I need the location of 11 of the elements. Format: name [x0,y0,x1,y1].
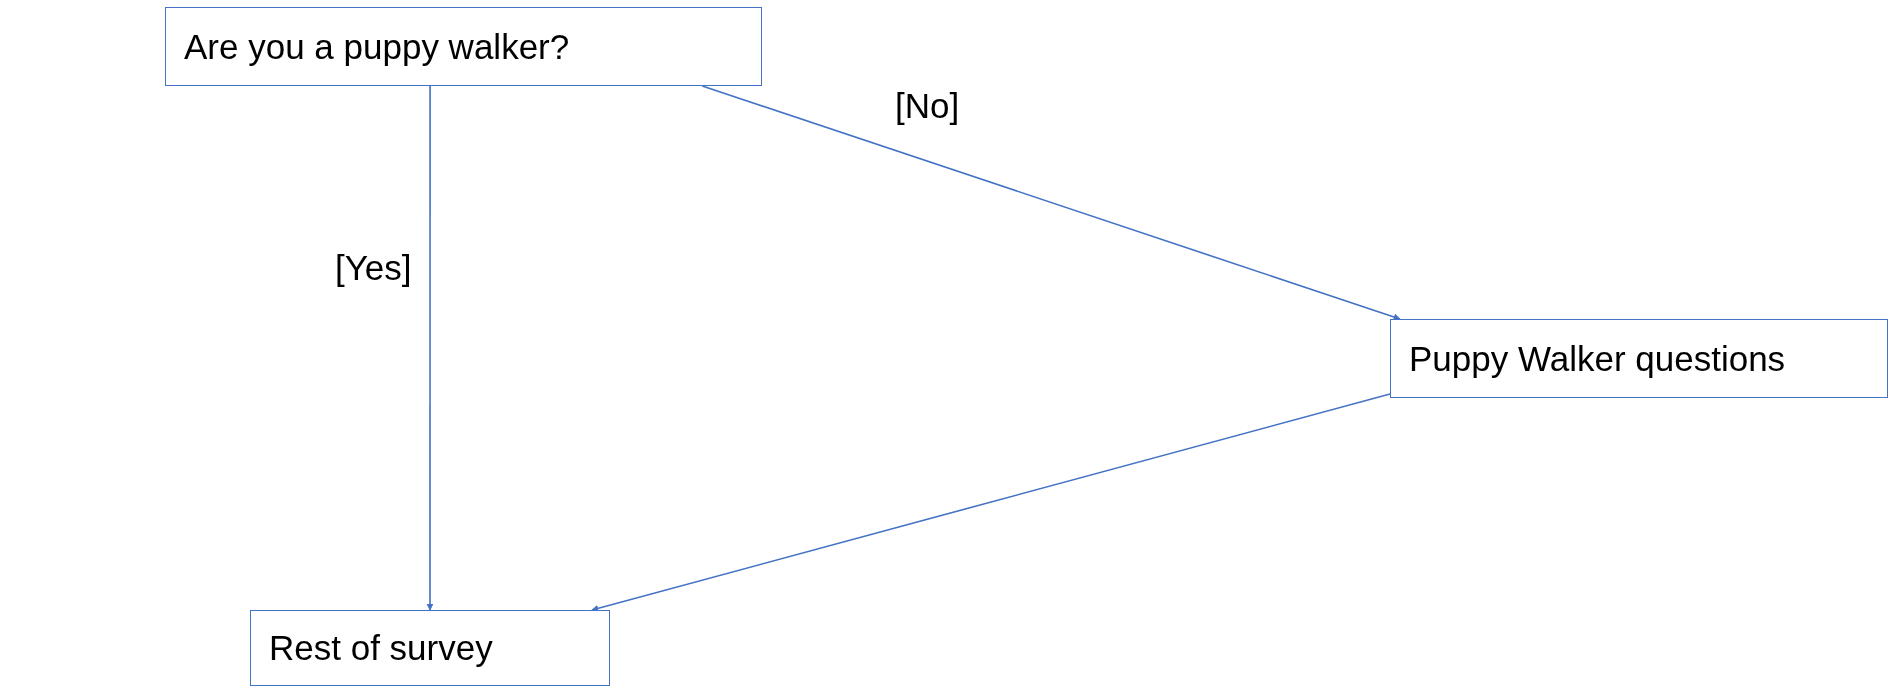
edge-label: [No] [895,86,960,126]
box-text: Puppy Walker questions [1409,338,1786,379]
arrow [701,85,1401,321]
box-text: Are you a puppy walker? [184,26,570,67]
edge-label: [Yes] [335,248,412,288]
arrow [591,393,1391,612]
process-box [1390,319,1888,398]
box-text: Rest of survey [269,628,493,668]
process-box [165,7,762,86]
arrow [426,85,434,611]
process-box [250,610,610,686]
